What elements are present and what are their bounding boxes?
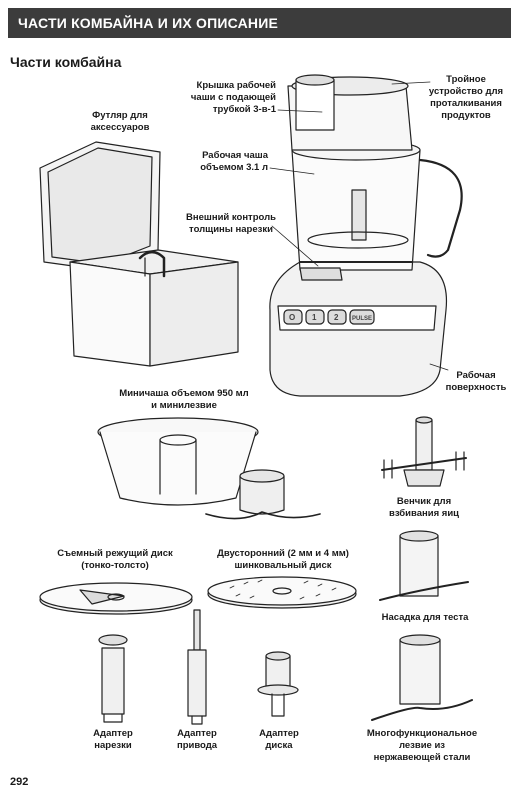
- section-title: Части комбайна: [10, 54, 122, 70]
- work-bowl-label: Рабочая чаша объемом 3.1 л: [200, 150, 268, 173]
- multi-blade-illustration: [371, 634, 473, 721]
- page-number: 292: [10, 776, 29, 788]
- egg-whip-illustration: [381, 416, 467, 487]
- mini-bowl-illustration: [97, 417, 321, 520]
- processor-illustration: [269, 74, 463, 397]
- pulse-button-label: PULSE: [352, 316, 373, 322]
- speed-2-button-label: 2: [334, 313, 339, 322]
- slicing-adapter-label: Адаптер нарезки: [93, 728, 133, 751]
- disc-adapter-illustration: [257, 651, 299, 717]
- off-button-label: O: [289, 313, 296, 322]
- slice-control-label: Внешний контроль толщины нарезки: [186, 212, 276, 235]
- drive-adapter-label: Адаптер привода: [176, 728, 218, 751]
- drive-adapter-illustration: [187, 609, 207, 725]
- egg-whip-label: Венчик для взбивания яиц: [388, 496, 460, 519]
- shredding-disc-illustration: [207, 576, 357, 609]
- mini-bowl-label: Миничаша объемом 950 мл и минилезвие: [119, 388, 249, 411]
- work-bowl-lid-label: Крышка рабочей чаши с подающей трубкой 3…: [190, 80, 276, 115]
- work-surface-label: Рабочая поверхность: [445, 370, 507, 393]
- disc-adapter-label: Адаптер диска: [259, 728, 299, 751]
- accessory-case-label: Футляр для аксессуаров: [90, 110, 150, 133]
- header-bar: ЧАСТИ КОМБАЙНА И ИХ ОПИСАНИЕ: [8, 8, 511, 38]
- multi-blade-label: Многофункциональное лезвие из нержавеюще…: [366, 728, 478, 763]
- header-title: ЧАСТИ КОМБАЙНА И ИХ ОПИСАНИЕ: [18, 15, 279, 31]
- triple-pusher-label: Тройное устройство для проталкивания про…: [428, 74, 504, 121]
- slicing-disc-illustration: [39, 582, 193, 615]
- dough-blade-illustration: [379, 530, 469, 601]
- slicing-disc-label: Съемный режущий диск (тонко-толсто): [57, 548, 173, 571]
- shredding-disc-label: Двусторонний (2 мм и 4 мм) шинковальный …: [217, 548, 349, 571]
- leader-lines: [269, 81, 449, 371]
- dough-blade-label: Насадка для теста: [381, 612, 469, 623]
- accessory-case-illustration: [39, 141, 239, 367]
- speed-1-button-label: 1: [312, 313, 317, 322]
- slicing-adapter-illustration: [98, 634, 128, 723]
